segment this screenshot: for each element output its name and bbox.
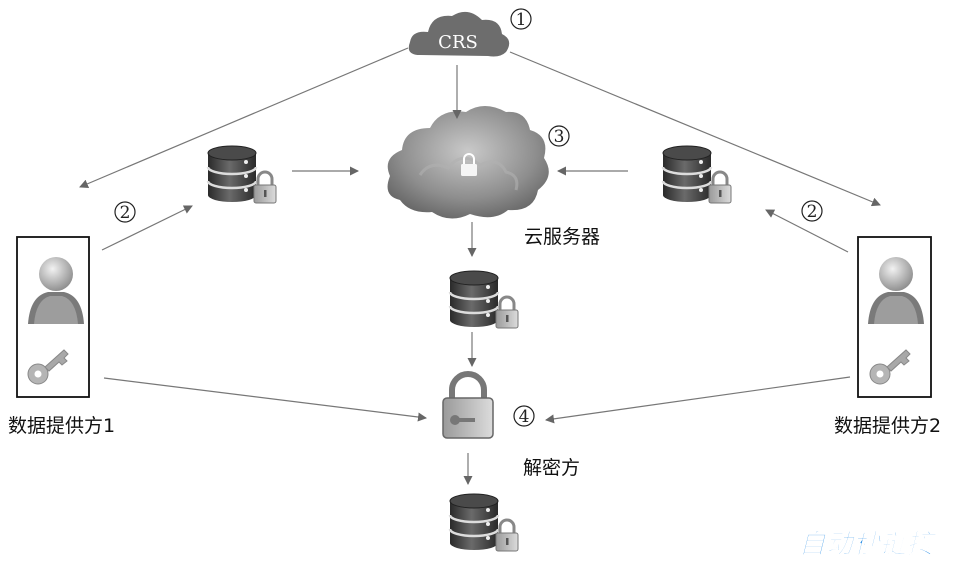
svg-text:2: 2 [807,202,818,222]
provider1-box [16,236,90,398]
step-3-badge: 3 [548,125,570,147]
step-1-badge: 1 [510,8,532,30]
provider1-database-icon [206,144,278,205]
arrow-crs-to-provider2 [509,51,881,207]
decryptor-lock-icon [442,371,494,439]
result-database-icon [448,492,520,553]
crs-label: CRS [438,32,478,53]
arrow-provider2-to-decryptor [545,376,851,424]
arrow-provider1-to-decryptor [103,377,427,422]
server-database-icon [448,269,520,330]
svg-text:1: 1 [516,10,527,30]
step-2-badge-left: 2 [114,201,136,223]
watermark-text: 自动秒链接 [799,529,938,560]
svg-text:4: 4 [519,407,530,427]
arrow-provider1-to-db [101,205,193,251]
svg-text:3: 3 [554,127,565,147]
cloud-server-label: 云服务器 [524,226,600,248]
provider1-label: 数据提供方1 [8,415,115,437]
step-2-badge-right: 2 [801,200,823,222]
arrow-crs-to-provider1 [79,47,409,189]
lock-icon [461,153,477,176]
decryptor-label: 解密方 [523,457,580,479]
key-icon [27,349,69,385]
provider2-box [857,236,932,398]
user-avatar-icon [868,257,924,324]
provider2-label: 数据提供方2 [834,415,941,437]
key-icon [869,349,911,385]
flow-arrows [79,47,881,485]
user-avatar-icon [28,257,84,324]
crs-cloud-icon: CRS [408,11,510,57]
svg-text:2: 2 [120,203,131,223]
arrow-provider2-to-db [765,209,849,253]
step-4-badge: 4 [513,405,535,427]
provider2-database-icon [661,144,733,205]
cloud-server-icon [387,106,549,219]
